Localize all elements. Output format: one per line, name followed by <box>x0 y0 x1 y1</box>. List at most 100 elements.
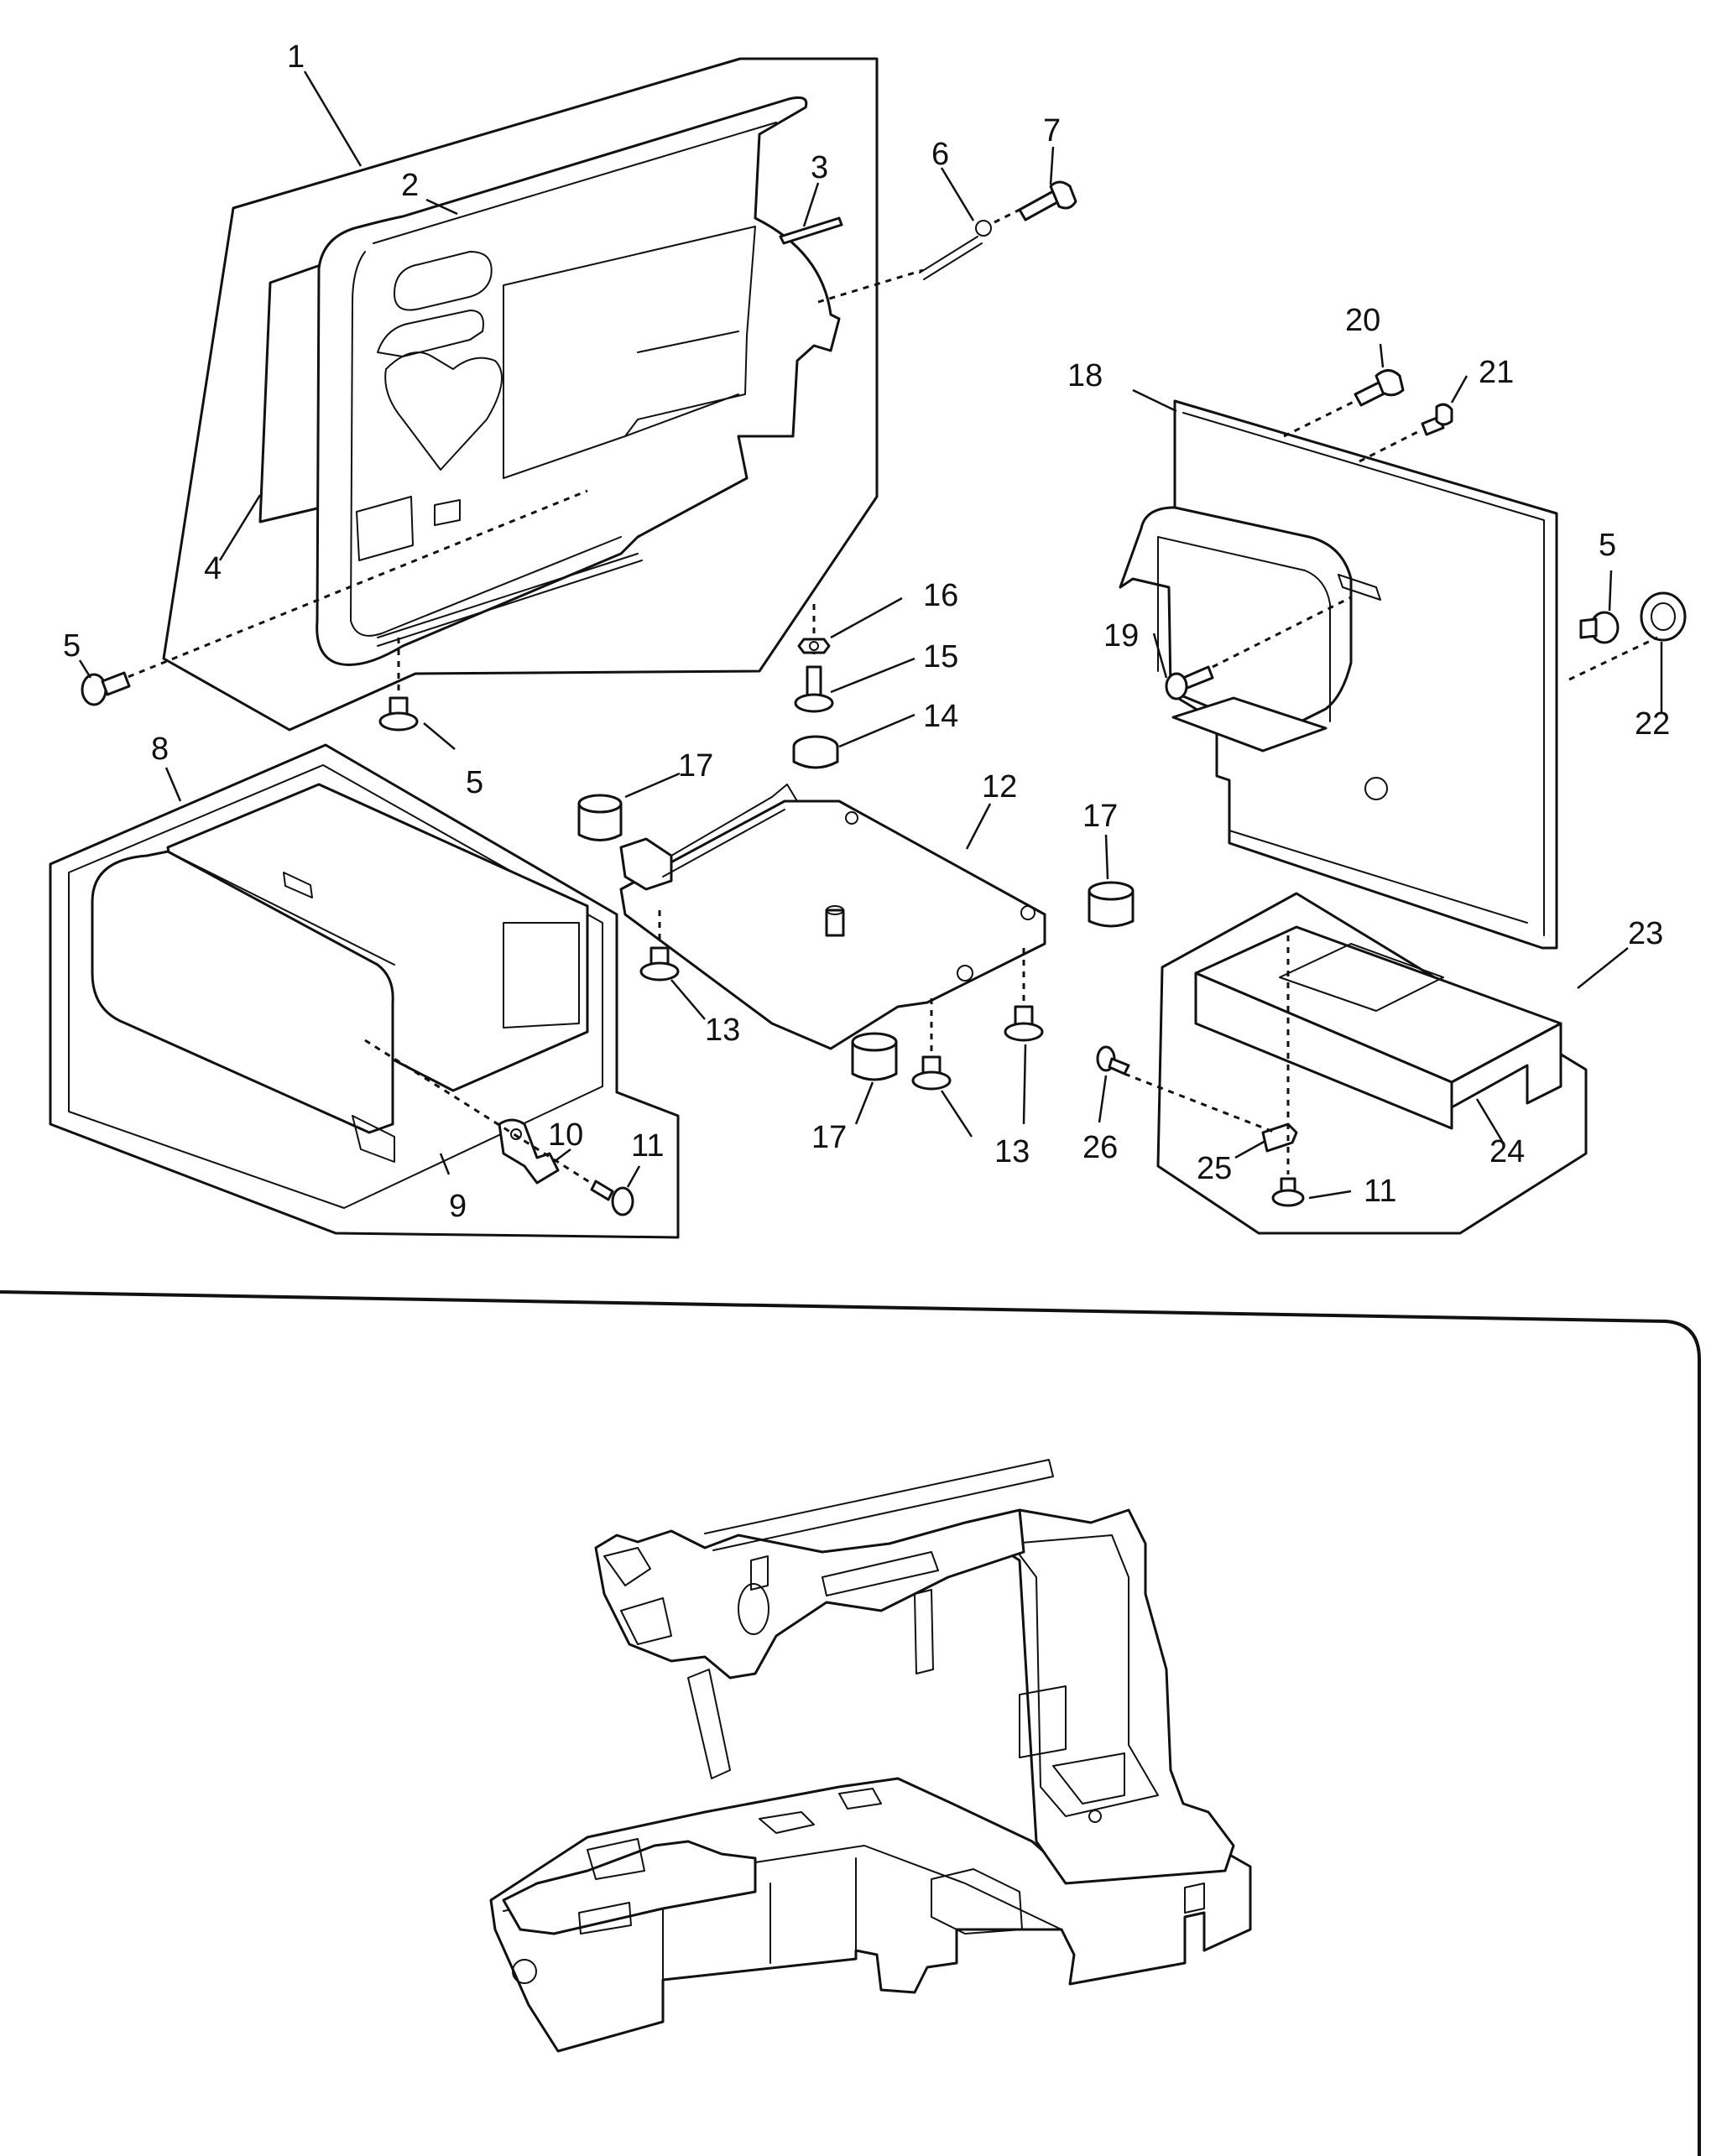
callout-23: 23 <box>1628 916 1663 951</box>
part-7-screw <box>1018 190 1061 221</box>
callout-19: 19 <box>1103 618 1139 654</box>
chassis-left-cradle <box>502 1840 757 1935</box>
callout-26: 26 <box>1082 1130 1118 1165</box>
part-12-hole-2 <box>957 965 973 982</box>
part-16-nut <box>797 638 831 654</box>
callout-1: 1 <box>287 39 305 75</box>
callout-6: 6 <box>931 137 949 172</box>
group-inner-outline-8 <box>68 764 603 1209</box>
part-8-box-front <box>91 850 394 1134</box>
part-11-screw-right <box>1271 1177 1305 1207</box>
callout-7: 7 <box>1043 113 1061 148</box>
callout-13-mid: 13 <box>994 1134 1030 1169</box>
callout-3: 3 <box>811 150 828 185</box>
chassis-pillar-hole <box>1088 1810 1102 1823</box>
part-5-screw-right <box>1579 611 1620 644</box>
callout-11-left: 11 <box>631 1128 664 1164</box>
callout-24: 24 <box>1489 1134 1525 1169</box>
chassis-pocket-3 <box>931 1868 1023 1935</box>
chassis-left-boss <box>512 1959 537 1984</box>
part-22-axis <box>1568 636 1658 681</box>
part-12-standoff-top <box>826 905 844 915</box>
callout-25: 25 <box>1197 1151 1232 1186</box>
part-13-foot-left <box>639 946 680 982</box>
part-19-screw <box>1165 665 1214 700</box>
part-5-screw-bottom <box>378 696 419 732</box>
callout-16: 16 <box>923 578 958 613</box>
callout-12: 12 <box>982 769 1017 805</box>
part-20-screw <box>1354 369 1405 407</box>
part-6-wire <box>919 236 983 280</box>
part-1-inner-rim <box>350 122 777 637</box>
part-6-ring <box>975 220 992 237</box>
chassis-pocket-1 <box>759 1811 815 1834</box>
part-8-tab <box>352 1115 395 1163</box>
part-8-peg <box>283 872 313 898</box>
part-21-axis <box>1359 428 1423 463</box>
chassis-arm-left-block <box>603 1547 672 1645</box>
chassis-arm-post <box>750 1555 769 1591</box>
callout-5-right: 5 <box>1599 528 1616 563</box>
callout-17-left: 17 <box>678 748 713 784</box>
part-17-bumper-bottom <box>851 1032 898 1081</box>
callout-20: 20 <box>1345 303 1380 338</box>
callout-5-bottom: 5 <box>466 765 483 800</box>
part-12-hole-3 <box>1020 905 1035 920</box>
part-18-peg <box>1338 574 1381 601</box>
part-1-bottom-rail <box>377 553 643 647</box>
part-18-rail <box>1228 830 1528 924</box>
part-5-screw-left <box>81 671 131 706</box>
callout-10: 10 <box>548 1117 583 1153</box>
machine-chassis <box>489 1459 1252 2053</box>
part-23-window <box>1279 943 1444 1012</box>
callout-labels: 1 2 3 4 5 5 5 6 7 8 9 10 11 11 12 13 13 … <box>63 39 1670 1224</box>
chassis-arm <box>594 1508 1025 1679</box>
box-group-8 <box>49 743 680 1239</box>
part-23-cover-front <box>1194 971 1453 1130</box>
part-26-screw <box>1096 1045 1130 1075</box>
group-outline-front-cover <box>162 57 879 732</box>
part-13-foot-right <box>1004 1005 1044 1042</box>
part-18-hole <box>1364 777 1388 800</box>
part-23-cover-side <box>1450 1022 1562 1109</box>
part-10-hole <box>510 1128 522 1140</box>
part-22-bushing <box>1640 591 1687 642</box>
chassis-arm-rib <box>914 1589 934 1674</box>
part-18-shelf <box>1171 696 1328 753</box>
part-7-axis <box>817 208 1020 304</box>
chassis-pillar-rib <box>1019 1685 1125 1804</box>
part-3-bracket <box>779 216 843 245</box>
part-12-arm <box>662 784 798 878</box>
front-cover-group <box>81 57 1077 732</box>
callout-4: 4 <box>204 551 222 586</box>
chassis-arm-strut <box>687 1669 731 1779</box>
chassis-arm-rail-detail <box>822 1551 939 1596</box>
part-7-screw-head <box>1049 180 1077 210</box>
callout-17-right: 17 <box>1082 799 1118 834</box>
part-12-standoff <box>825 909 845 937</box>
callout-5-left: 5 <box>63 628 81 664</box>
part-1-square <box>434 499 461 526</box>
part-25-clip <box>1261 1122 1298 1153</box>
base-plate-group <box>577 604 1135 1091</box>
chassis-arm-bore <box>738 1583 769 1635</box>
callout-14: 14 <box>923 699 958 734</box>
callout-17-bottom: 17 <box>811 1120 847 1155</box>
part-19-axis <box>1212 596 1352 669</box>
group-outline-23 <box>1156 892 1588 1235</box>
chassis-left-cradle-detail <box>578 1838 645 1935</box>
part-12-hole-1 <box>845 811 858 825</box>
group-outline-8 <box>49 743 680 1239</box>
callout-18: 18 <box>1067 358 1103 393</box>
part-21-screw <box>1421 403 1453 436</box>
part-1-window <box>503 226 756 479</box>
cover-group-23 <box>1096 892 1588 1235</box>
part-26-axis <box>1124 1072 1276 1134</box>
callout-2: 2 <box>401 168 419 203</box>
part-10-axis <box>364 1039 605 1193</box>
callout-8: 8 <box>151 732 169 767</box>
part-18-inner-edge <box>1182 412 1545 936</box>
chassis-base-divider <box>662 1857 857 1981</box>
callout-11-right: 11 <box>1364 1174 1396 1209</box>
